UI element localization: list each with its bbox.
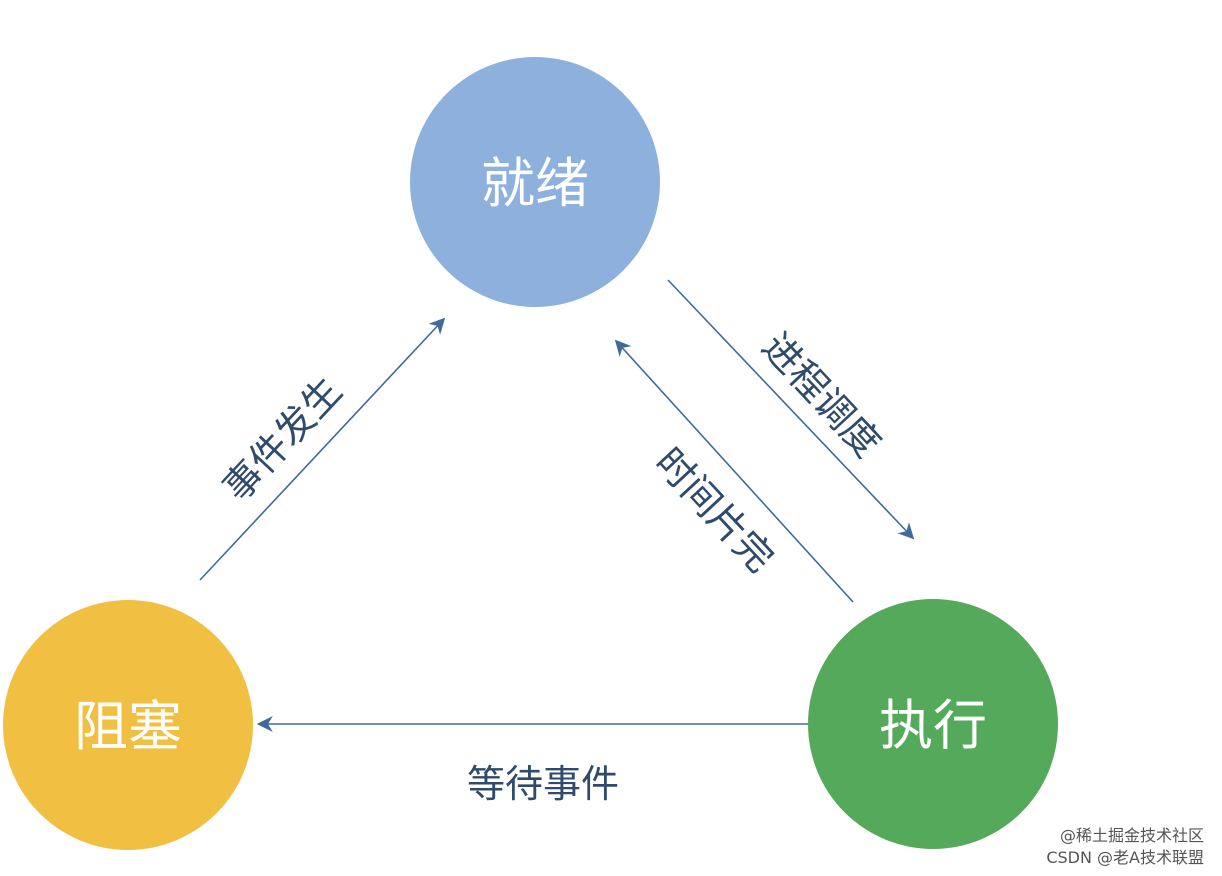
- edge-event-occurs-label: 事件发生: [215, 369, 351, 510]
- edge-timeslice-arrow: [614, 339, 854, 603]
- node-running-label: 执行: [879, 694, 987, 757]
- edge-event-occurs-arrow: [199, 317, 446, 581]
- node-running-circle: [808, 599, 1058, 849]
- edge-schedule-label: 进程调度: [754, 325, 890, 466]
- node-blocked-label: 阻塞: [74, 695, 182, 758]
- watermark-line2: CSDN @老A技术联盟: [1046, 848, 1204, 867]
- node-running: 执行: [808, 599, 1058, 849]
- node-blocked: 阻塞: [3, 600, 253, 850]
- edge-wait-event-label: 等待事件: [467, 762, 619, 806]
- edge-timeslice-label: 时间片完: [647, 440, 783, 581]
- node-blocked-circle: [3, 600, 253, 850]
- watermark-line1: @稀土掘金技术社区: [1059, 826, 1204, 845]
- node-ready: 就绪: [410, 57, 660, 307]
- node-ready-label: 就绪: [481, 152, 589, 215]
- edge-schedule-arrow: [667, 279, 915, 540]
- node-ready-circle: [410, 57, 660, 307]
